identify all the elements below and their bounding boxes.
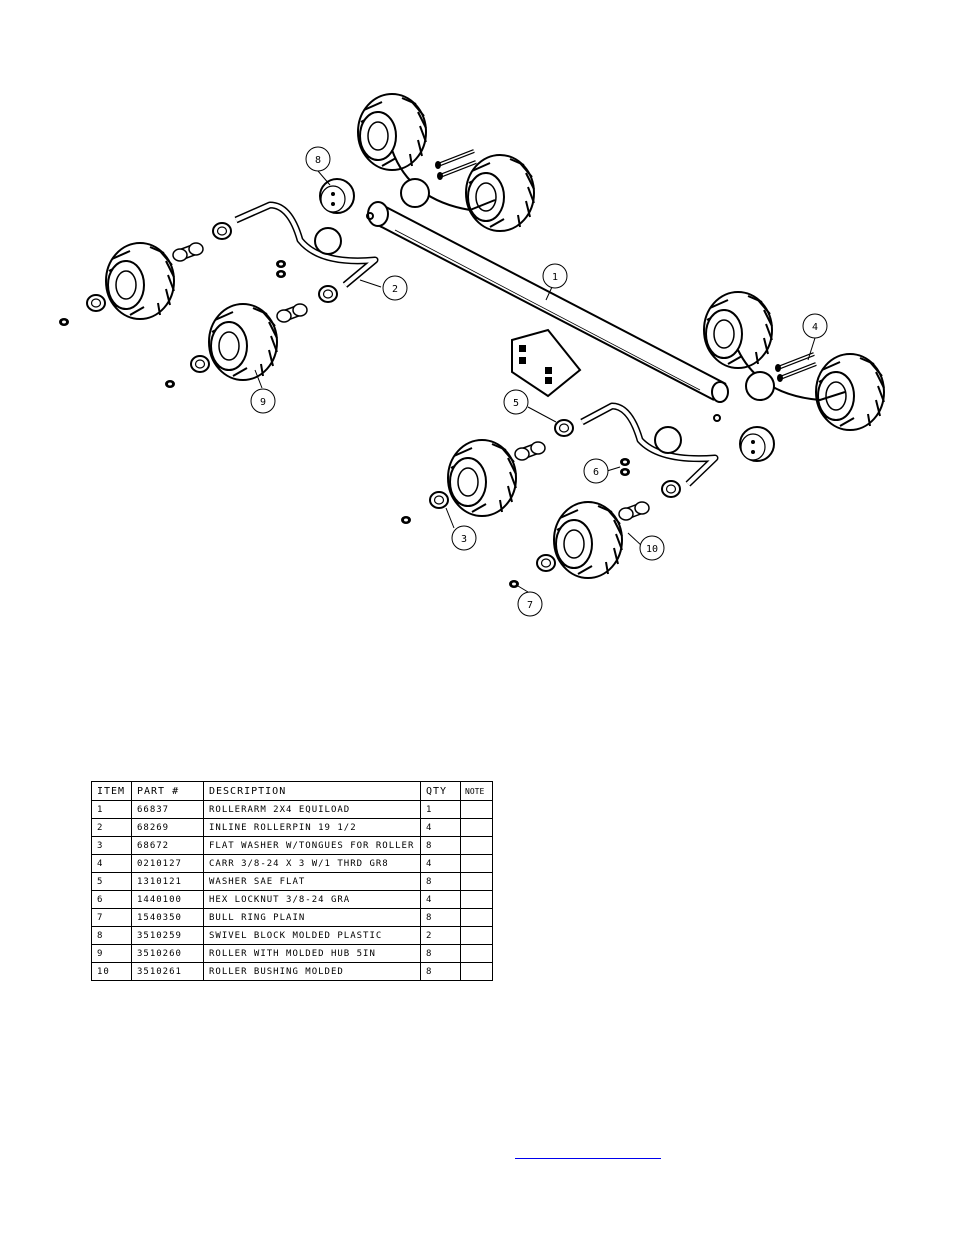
bom-note [460, 800, 493, 819]
balloon-8: 8 [305, 146, 331, 172]
balloon-1: 1 [542, 263, 568, 289]
bom-header-row: ITEM PART # DESCRIPTION QTY NOTE [91, 781, 493, 801]
bom-note [460, 836, 493, 855]
balloon-9: 9 [250, 388, 276, 414]
bom-part: 1440100 [131, 890, 204, 909]
balloon-3: 3 [451, 525, 477, 551]
bom-part: 1540350 [131, 908, 204, 927]
bom-qty: 4 [420, 818, 461, 837]
balloon-10: 10 [639, 535, 665, 561]
bom-part: 3510259 [131, 926, 204, 945]
bom-item: 8 [91, 926, 132, 945]
bom-qty: 4 [420, 890, 461, 909]
svg-text:9: 9 [260, 397, 266, 408]
lower-roller-group [401, 402, 719, 588]
bom-header-part: PART # [131, 781, 204, 801]
bom-item: 4 [91, 854, 132, 873]
svg-text:7: 7 [527, 600, 533, 611]
bom-item: 10 [91, 962, 132, 981]
bom-header-item: ITEM [91, 781, 132, 801]
bom-note [460, 944, 493, 963]
bom-qty: 2 [420, 926, 461, 945]
bom-part: 3510261 [131, 962, 204, 981]
bom-qty: 8 [420, 836, 461, 855]
left-roller-group [59, 178, 379, 388]
bom-note [460, 908, 493, 927]
bom-note [460, 926, 493, 945]
bom-description: SWIVEL BLOCK MOLDED PLASTIC [203, 926, 421, 945]
bom-qty: 8 [420, 962, 461, 981]
right-roller-assembly [703, 291, 885, 462]
bom-note [460, 854, 493, 873]
bom-description: HEX LOCKNUT 3/8-24 GRA [203, 890, 421, 909]
bom-description: FLAT WASHER W/TONGUES FOR ROLLER [203, 836, 421, 855]
top-roller-assembly [357, 93, 535, 232]
bom-item: 5 [91, 872, 132, 891]
hyperlink-underline[interactable] [515, 1158, 661, 1159]
bom-description: ROLLER WITH MOLDED HUB 5IN [203, 944, 421, 963]
bom-header-note: NOTE [460, 781, 493, 801]
bom-note [460, 818, 493, 837]
bom-part: 0210127 [131, 854, 204, 873]
svg-text:6: 6 [593, 467, 599, 478]
bom-item: 6 [91, 890, 132, 909]
bom-qty: 1 [420, 800, 461, 819]
bom-description: ROLLERARM 2X4 EQUILOAD [203, 800, 421, 819]
bom-qty: 8 [420, 872, 461, 891]
bom-description: INLINE ROLLERPIN 19 1/2 [203, 818, 421, 837]
balloon-6: 6 [583, 458, 609, 484]
balloon-2: 2 [382, 275, 408, 301]
bom-qty: 8 [420, 908, 461, 927]
bom-note [460, 962, 493, 981]
bom-description: BULL RING PLAIN [203, 908, 421, 927]
svg-text:4: 4 [812, 322, 818, 333]
bom-note [460, 872, 493, 891]
svg-text:8: 8 [315, 155, 321, 166]
bom-qty: 8 [420, 944, 461, 963]
bom-part: 3510260 [131, 944, 204, 963]
balloon-7: 7 [517, 591, 543, 617]
bom-description: ROLLER BUSHING MOLDED [203, 962, 421, 981]
bom-part: 66837 [131, 800, 204, 819]
bom-header-description: DESCRIPTION [203, 781, 421, 801]
svg-text:1: 1 [552, 272, 558, 283]
bom-note [460, 890, 493, 909]
bom-item: 9 [91, 944, 132, 963]
bom-item: 3 [91, 836, 132, 855]
bom-qty: 4 [420, 854, 461, 873]
svg-text:3: 3 [461, 534, 467, 545]
balloon-4: 4 [802, 313, 828, 339]
bom-item: 2 [91, 818, 132, 837]
bom-header-qty: QTY [420, 781, 461, 801]
exploded-assembly-drawing: 1 2 3 4 5 6 7 8 9 10 [59, 93, 885, 617]
bom-part: 68672 [131, 836, 204, 855]
bom-part: 1310121 [131, 872, 204, 891]
bom-description: CARR 3/8-24 X 3 W/1 THRD GR8 [203, 854, 421, 873]
bom-part: 68269 [131, 818, 204, 837]
svg-text:10: 10 [646, 544, 658, 555]
bom-description: WASHER SAE FLAT [203, 872, 421, 891]
balloon-5: 5 [503, 389, 529, 415]
roller-arm-tube [366, 201, 729, 422]
svg-text:2: 2 [392, 284, 398, 295]
svg-text:5: 5 [513, 398, 519, 409]
bom-item: 7 [91, 908, 132, 927]
bom-item: 1 [91, 800, 132, 819]
